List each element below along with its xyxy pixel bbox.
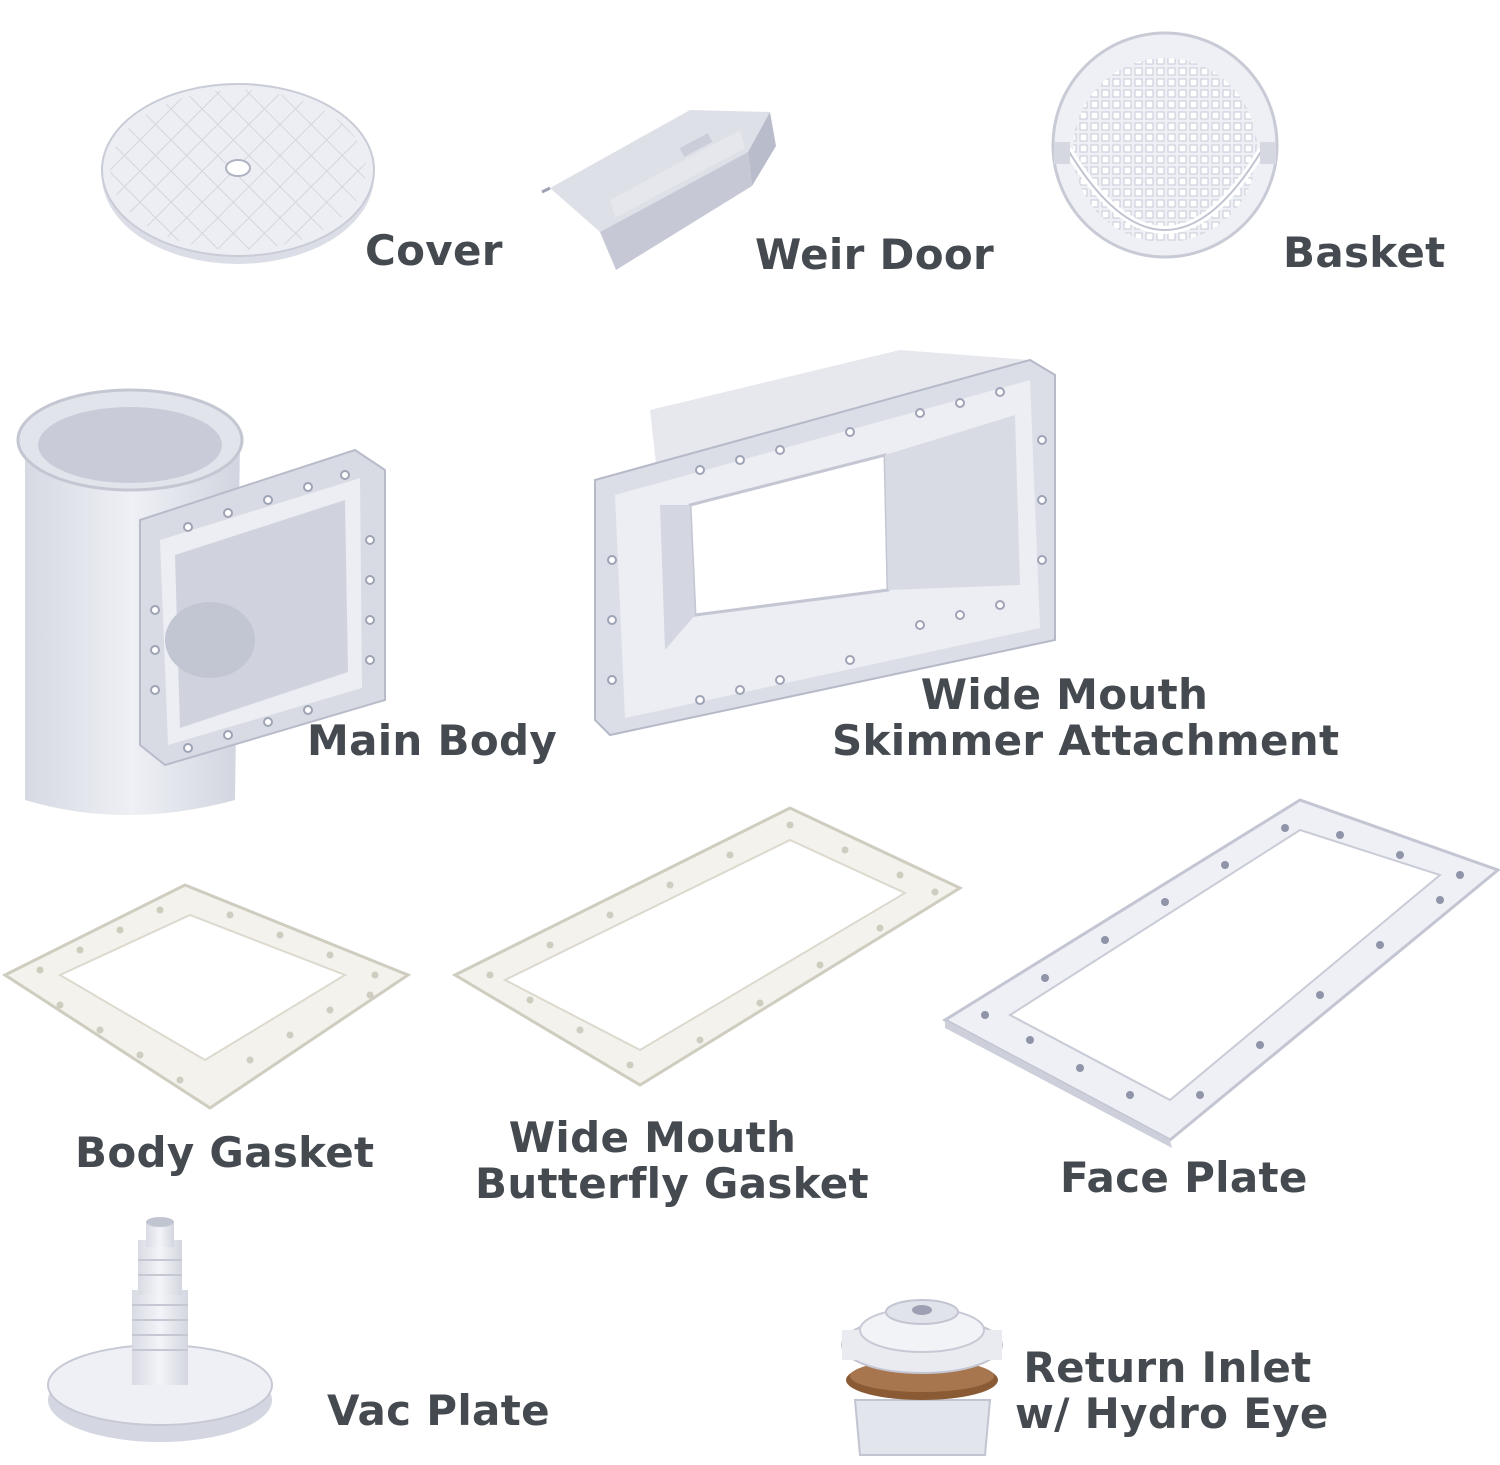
face-plate-label: Face Plate <box>1060 1153 1308 1202</box>
cover-label: Cover <box>365 226 503 275</box>
face-plate-part-image <box>941 798 1500 1148</box>
return-inlet-label: Return Inlet w/ Hydro Eye <box>1015 1343 1329 1438</box>
cover-part-image <box>101 83 375 264</box>
butterfly-gasket-label: Wide Mouth Butterfly Gasket <box>475 1113 869 1208</box>
basket-label: Basket <box>1283 228 1446 277</box>
vac-plate-label: Vac Plate <box>327 1386 550 1435</box>
skimmer-attachment-part-image <box>594 350 1056 737</box>
main-body-label: Main Body <box>307 716 558 765</box>
body-gasket-label: Body Gasket <box>75 1128 375 1177</box>
basket-part-image <box>1051 31 1279 259</box>
vac-plate-part-image <box>47 1217 273 1442</box>
main-body-part-image <box>16 388 386 815</box>
weir-door-label: Weir Door <box>755 230 995 279</box>
weir-door-part-image <box>541 110 776 270</box>
skimmer-attachment-label: Wide Mouth Skimmer Attachment <box>832 670 1340 765</box>
return-inlet-part-image <box>841 1299 1003 1456</box>
butterfly-gasket-part-image <box>451 806 964 1087</box>
body-gasket-part-image <box>1 883 412 1110</box>
